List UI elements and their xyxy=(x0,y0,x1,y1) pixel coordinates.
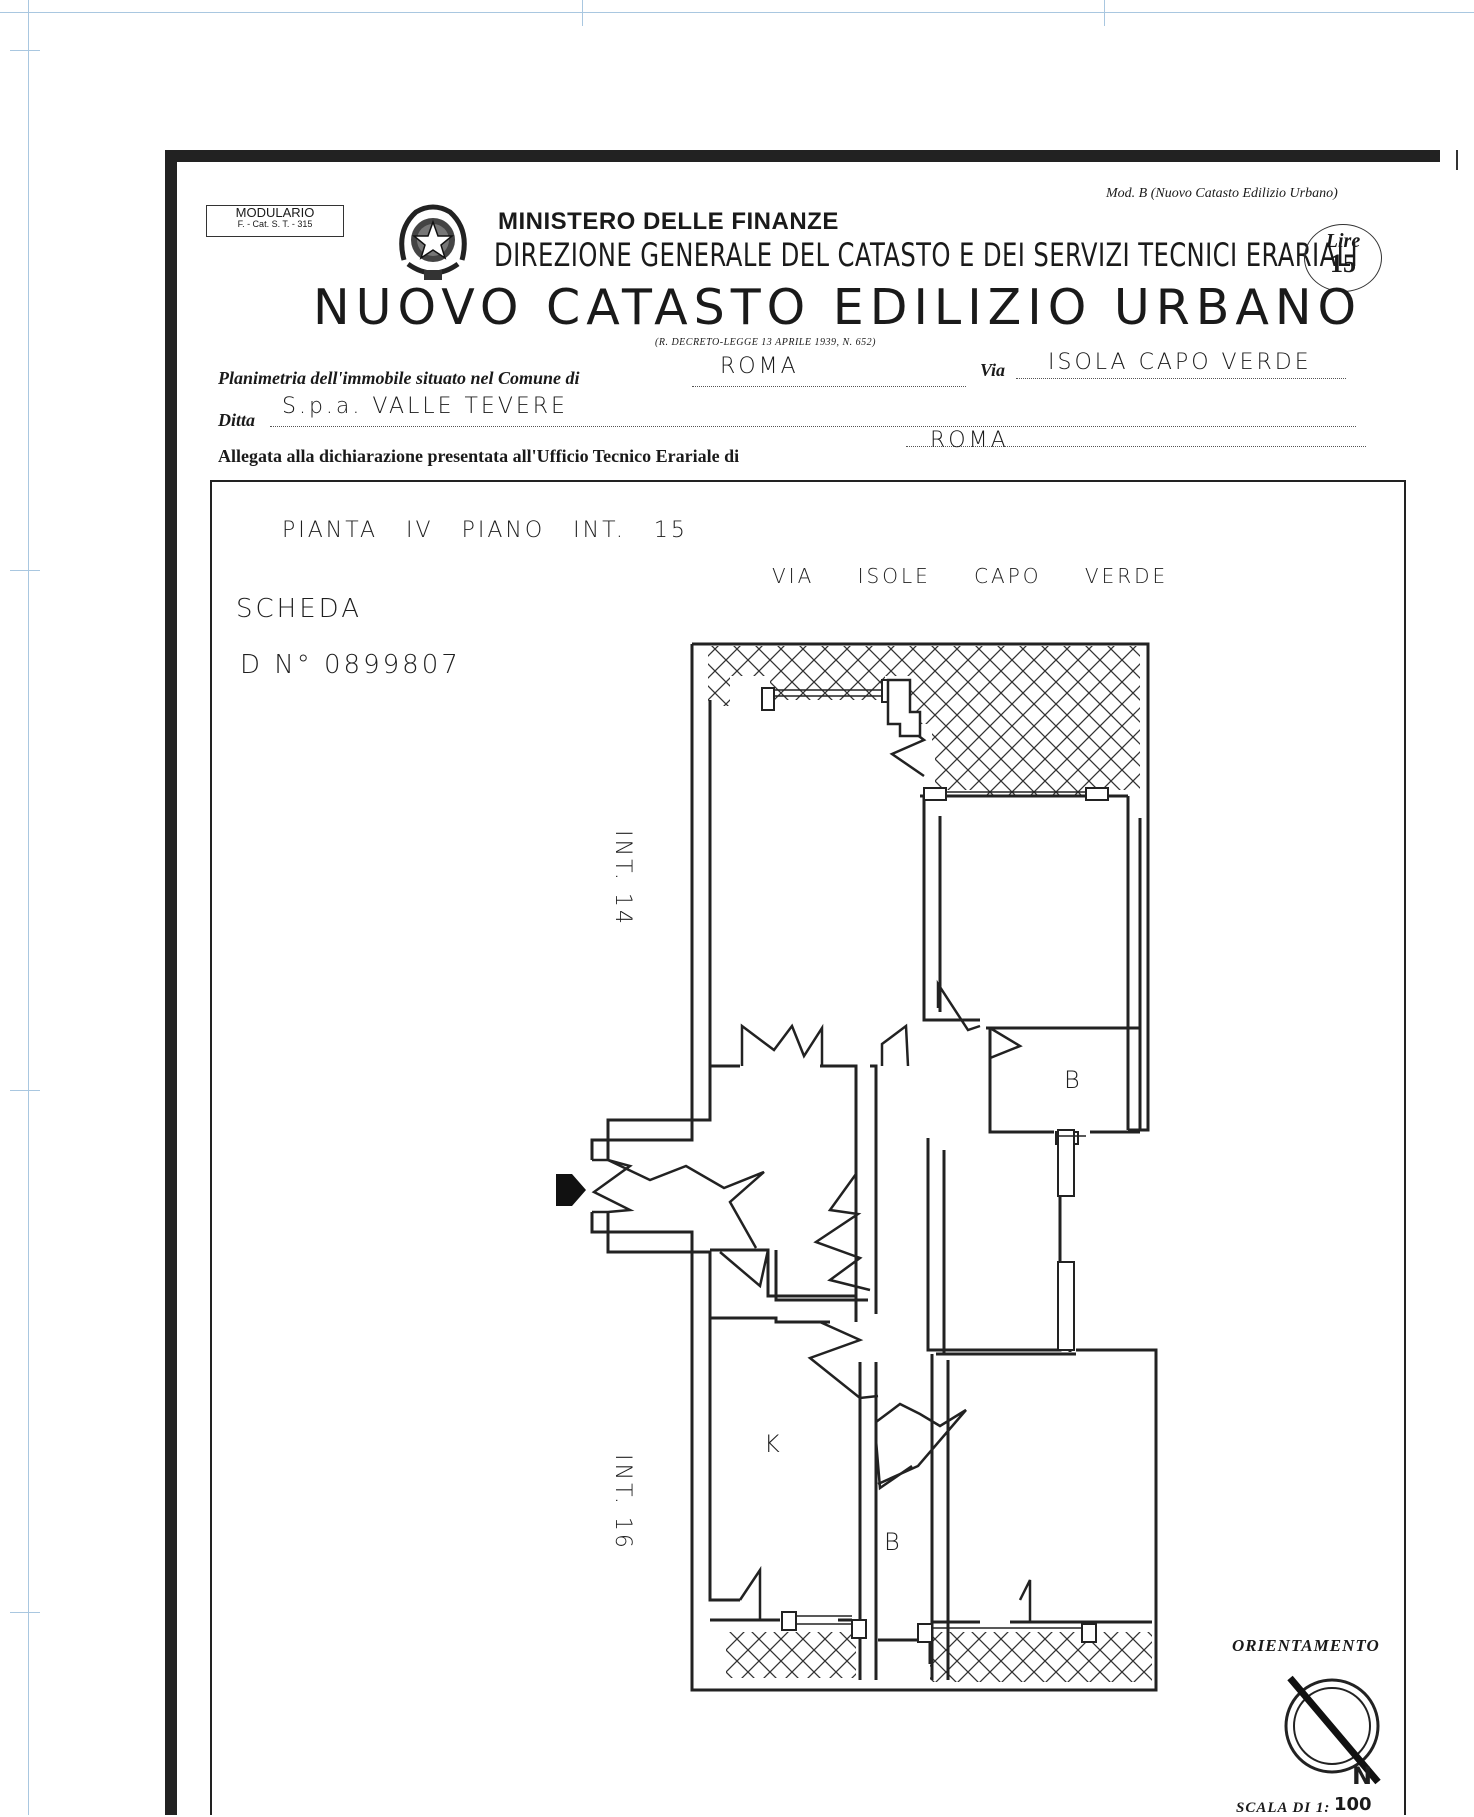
ministero-heading: MINISTERO DELLE FINANZE xyxy=(498,208,839,235)
street-label: VIA ISOLE CAPO VERDE xyxy=(772,564,1169,588)
scheda-number: D N° 0899807 xyxy=(240,650,461,680)
via-label: Via xyxy=(980,360,1006,380)
document-right-mark xyxy=(1456,150,1458,170)
pianta-label: PIANTA IV PIANO INT. 15 xyxy=(282,518,688,543)
room-label-bath-lower: B xyxy=(884,1528,903,1556)
lire-stamp: Lire 15 xyxy=(1304,224,1382,292)
scan-tick xyxy=(10,50,40,51)
ufficio-line xyxy=(906,446,1366,447)
lire-label: Lire xyxy=(1325,230,1361,252)
scan-tick xyxy=(10,570,40,571)
scan-tick xyxy=(1104,0,1105,26)
ditta-label: Ditta xyxy=(218,410,256,430)
scan-guide-vertical xyxy=(28,0,29,1815)
ufficio-value: ROMA xyxy=(930,428,1009,453)
via-line xyxy=(1016,378,1346,379)
document-left-border xyxy=(165,150,177,1815)
room-label-kitchen: K xyxy=(764,1430,783,1458)
room-label-bath-upper: B xyxy=(1064,1066,1083,1094)
scan-guide-horizontal xyxy=(0,12,1474,13)
mod-b-label: Mod. B (Nuovo Catasto Edilizio Urbano) xyxy=(1106,186,1338,201)
modulario-line1: MODULARIO xyxy=(235,205,315,220)
document-top-border xyxy=(165,150,1440,162)
plan-frame xyxy=(210,480,1406,1815)
document-title: NUOVO CATASTO EDILIZIO URBANO xyxy=(313,279,1363,336)
scan-tick xyxy=(10,1090,40,1091)
planimetria-label: Planimetria dell'immobile situato nel Co… xyxy=(218,368,580,388)
scan-tick xyxy=(582,0,583,26)
modulario-box: MODULARIO F. - Cat. S. T. - 315 xyxy=(206,205,344,237)
lire-value: 15 xyxy=(1330,249,1356,278)
republic-emblem-icon xyxy=(399,204,467,280)
north-label: N xyxy=(1352,1762,1376,1790)
entrance-arrow-icon xyxy=(556,1174,586,1206)
comune-line xyxy=(692,386,966,387)
scan-tick xyxy=(10,1612,40,1613)
via-value: ISOLA CAPO VERDE xyxy=(1048,350,1312,375)
comune-value: ROMA xyxy=(720,354,799,379)
allegata-label: Allegata alla dichiarazione presentata a… xyxy=(218,446,740,466)
ditta-value: S.p.a. VALLE TEVERE xyxy=(282,394,568,419)
ditta-line xyxy=(270,426,1356,427)
decreto-reference: (R. DECRETO-LEGGE 13 APRILE 1939, N. 652… xyxy=(655,337,876,348)
scale-value: 100 xyxy=(1334,1794,1372,1815)
scheda-label: SCHEDA xyxy=(236,594,362,624)
direzione-heading: DIREZIONE GENERALE DEL CATASTO E DEI SER… xyxy=(494,236,1359,274)
scale-label: SCALA DI 1: xyxy=(1236,1800,1331,1816)
north-compass-icon xyxy=(1284,1675,1381,1785)
modulario-line2: F. - Cat. S. T. - 315 xyxy=(237,218,313,229)
orientamento-label: ORIENTAMENTO xyxy=(1232,1636,1380,1655)
